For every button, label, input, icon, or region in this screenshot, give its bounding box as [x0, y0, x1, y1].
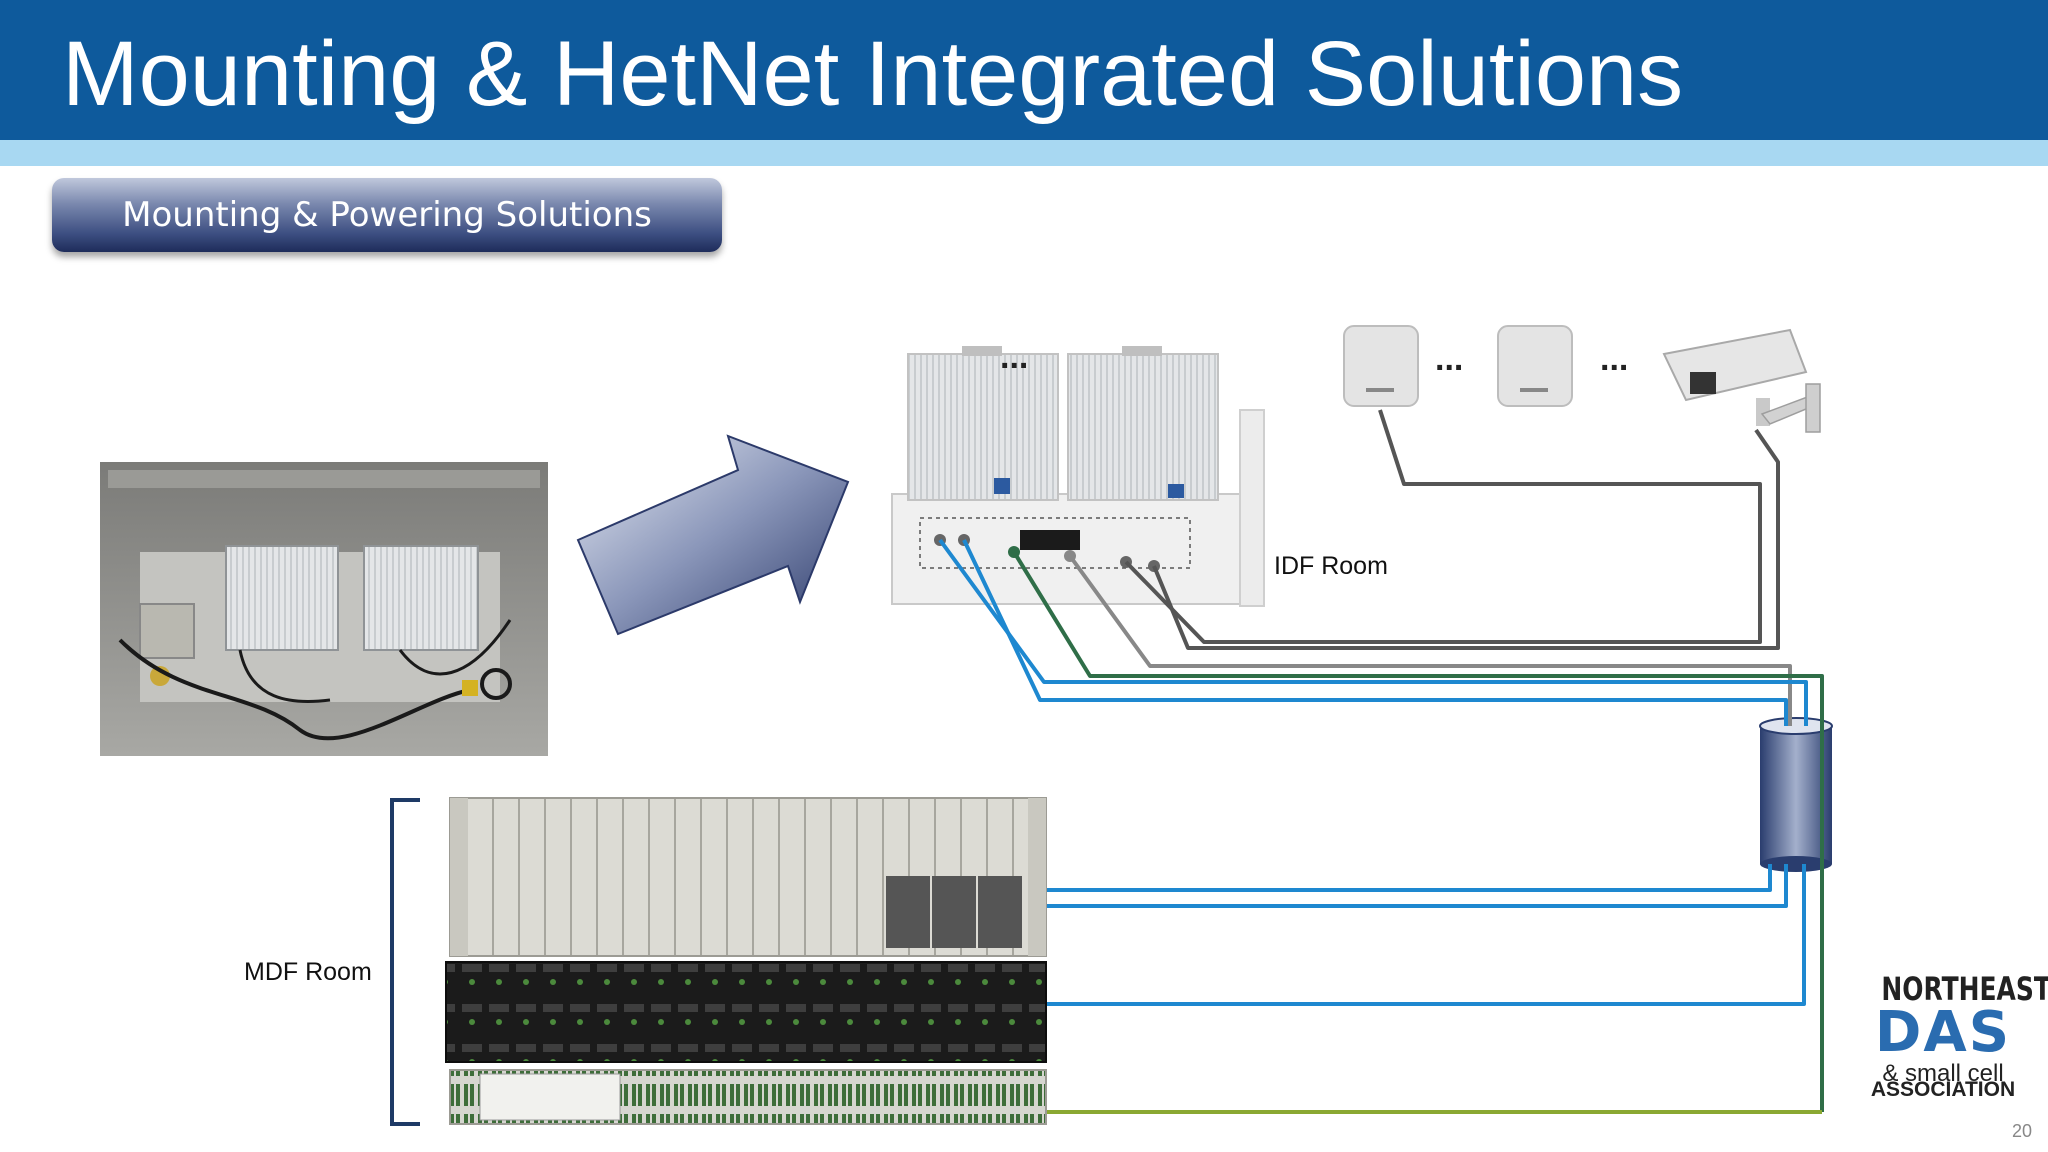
- idf-room-label: IDF Room: [1274, 552, 1388, 580]
- ellipsis-3: ...: [1435, 340, 1464, 378]
- coax-line-camera: [1152, 428, 1780, 650]
- installation-photo: [100, 462, 548, 756]
- logo-line-4: ASSOCIATION: [1870, 1078, 2016, 1101]
- coax-line-ap: [1124, 409, 1762, 644]
- section-banner: Mounting & Powering Solutions: [52, 178, 722, 252]
- cable-routes: [766, 409, 1824, 1114]
- fiber-line-2: [962, 539, 1788, 726]
- fiber-line-1: [938, 538, 1808, 726]
- mdf-bracket: [390, 798, 420, 1126]
- logo-line-2: DAS: [1874, 1000, 2012, 1065]
- ellipsis-2: ...: [1600, 340, 1629, 378]
- access-point-2: [1497, 325, 1573, 407]
- fiber-line-mdf-2: [846, 864, 1788, 908]
- northeast-das-logo: NORTHEAST DAS & small cell ASSOCIATION: [1864, 970, 2048, 1102]
- title-bar: Mounting & HetNet Integrated Solutions: [0, 0, 2048, 140]
- mdf-room-label: MDF Room: [244, 958, 372, 986]
- page-number: 20: [2011, 1121, 2032, 1141]
- gray-line-idf: [1068, 554, 1792, 726]
- fiber-line-mdf-3: [896, 864, 1806, 1006]
- section-banner-label: Mounting & Powering Solutions: [122, 195, 652, 235]
- security-camera: [1662, 328, 1821, 433]
- accent-stripe: [0, 140, 2048, 166]
- idf-remote-units: [891, 346, 1265, 607]
- green-line-idf: [1012, 550, 1824, 1112]
- page-title: Mounting & HetNet Integrated Solutions: [62, 23, 1684, 125]
- flow-arrow: [576, 434, 850, 636]
- logo-line-3: & small cell: [1882, 1060, 2004, 1087]
- access-point-1: [1343, 325, 1419, 407]
- ellipsis-1: ...: [1000, 338, 1029, 376]
- mdf-rack: [445, 797, 1047, 1125]
- fiber-line-mdf-1: [846, 864, 1772, 892]
